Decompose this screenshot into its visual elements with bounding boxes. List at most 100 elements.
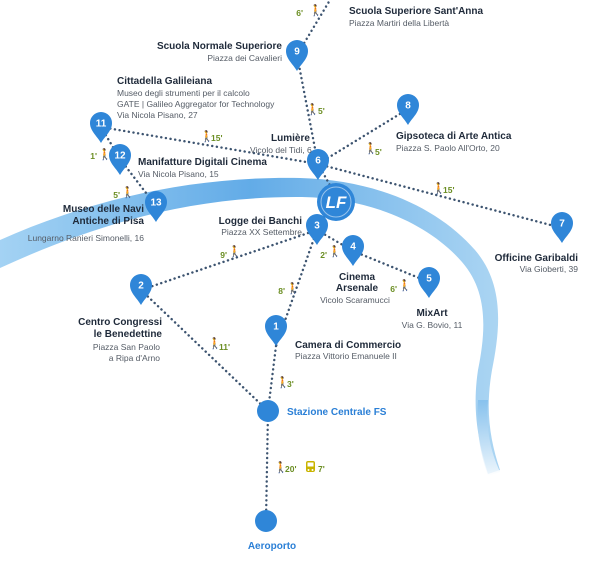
label-point-6: Lumière Vicolo del Tidi, 6 [250,133,312,155]
svg-text:Piazza S. Paolo All'Orto, 20: Piazza S. Paolo All'Orto, 20 [396,143,500,153]
pin-13[interactable]: 13 [145,191,167,222]
walking-icon: 🚶 [398,279,412,292]
pin-3[interactable]: 3 [306,214,328,245]
svg-text:6': 6' [390,284,397,294]
svg-text:Cinema: Cinema [339,272,376,283]
svg-text:Scuola Superiore Sant'Anna: Scuola Superiore Sant'Anna [349,6,484,17]
svg-text:12: 12 [114,151,126,162]
time-11-6: 🚶 15' [200,130,222,143]
path-9-6 [295,53,320,166]
svg-text:MixArt: MixArt [416,308,448,319]
walking-icon: 🚶 [432,182,446,195]
pin-4[interactable]: 4 [342,235,364,266]
time-1-station: 🚶 3' [276,376,294,389]
time-11-12: 🚶 1' [90,148,111,161]
svg-text:Antiche di Pisa: Antiche di Pisa [72,216,144,227]
pin-1[interactable]: 1 [265,315,287,346]
svg-text:15': 15' [443,185,454,195]
pin-7[interactable]: 7 [551,212,573,243]
pin-11[interactable]: 11 [90,112,112,143]
svg-text:Vicolo Scaramucci: Vicolo Scaramucci [320,295,390,305]
svg-text:3: 3 [314,221,320,232]
svg-text:GATE | Galileo Aggregator for: GATE | Galileo Aggregator for Technology [117,99,275,109]
label-point-9: Scuola Normale Superiore Piazza dei Cava… [157,41,282,63]
pin-6[interactable]: 6 [307,149,329,180]
walking-icon: 🚶 [121,186,135,199]
svg-text:7: 7 [559,219,565,230]
point-labels: Camera di Commercio Piazza Vittorio Eman… [28,6,579,552]
svg-text:Arsenale: Arsenale [336,283,379,294]
time-3-2: 🚶 9' [220,245,241,260]
pin-12[interactable]: 12 [109,144,131,175]
tram-icon [306,461,315,472]
station-dot-aeroporto[interactable] [255,510,277,532]
svg-text:Vicolo del Tidi, 6: Vicolo del Tidi, 6 [250,145,312,155]
label-point-13: Museo delle Navi Antiche di Pisa Lungarn… [28,204,145,243]
time-station-airport-tram: 7' [306,461,325,474]
svg-text:15': 15' [211,133,222,143]
walking-icon: 🚶 [200,130,214,143]
path-6-7 [316,162,564,230]
path-6-lf [316,162,338,198]
svg-text:3': 3' [287,379,294,389]
map-pin-icon [109,144,131,175]
svg-text:Via Nicola Pisano, 15: Via Nicola Pisano, 15 [138,169,219,179]
path-1-station [266,344,278,413]
pin-9[interactable]: 9 [286,40,308,71]
svg-text:5': 5' [113,190,120,200]
walking-icon: 🚶 [228,245,242,258]
time-2-station: 🚶 11' [208,337,230,352]
label-point-8: Gipsoteca di Arte Antica Piazza S. Paolo… [396,131,512,153]
label-point-5: MixArt Via G. Bovio, 11 [402,308,463,330]
svg-text:11: 11 [96,119,107,130]
label-point-12: Manifatture Digitali Cinema Via Nicola P… [138,157,267,179]
map-pin-icon [265,315,287,346]
station-dot-centrale[interactable] [257,400,279,422]
path-2-station [139,288,270,413]
path-station-airport [264,409,270,523]
location-pins: 1 2 3 4 5 6 7 8 [90,40,573,346]
walking-icon: 🚶 [208,337,222,350]
time-6-7: 🚶 15' [432,182,454,195]
svg-text:Via G. Bovio, 11: Via G. Bovio, 11 [402,320,463,330]
path-11-12 [99,125,122,161]
svg-text:Piazza XX Settembre: Piazza XX Settembre [221,227,302,237]
label-point-2: Centro Congressi le Benedettine Piazza S… [78,317,162,363]
svg-text:13: 13 [150,198,162,209]
walking-icon: 🚶 [364,142,378,155]
label-point-11: Cittadella Galileiana Museo degli strume… [117,76,275,120]
pin-2[interactable]: 2 [130,274,152,305]
svg-text:Camera di Commercio: Camera di Commercio [295,340,401,351]
svg-text:Logge dei Banchi: Logge dei Banchi [219,216,303,227]
time-santanna: 🚶 6' [296,4,322,18]
svg-text:6': 6' [296,8,303,18]
label-point-3: Logge dei Banchi Piazza XX Settembre [219,216,303,237]
svg-text:LF: LF [326,193,347,212]
label-point-4: Cinema Arsenale Vicolo Scaramucci [320,272,390,305]
label-station-centrale: Stazione Centrale FS [287,407,387,418]
svg-text:5': 5' [318,106,325,116]
svg-text:Via Gioberti, 39: Via Gioberti, 39 [520,264,579,274]
walking-icon: 🚶 [328,245,342,258]
walking-icon: 🚶 [286,282,300,295]
label-point-1: Camera di Commercio Piazza Vittorio Eman… [295,340,401,361]
svg-text:20': 20' [285,464,296,474]
svg-text:Museo degli strumenti per il c: Museo degli strumenti per il calcolo [117,88,250,98]
walking-icon: 🚶 [306,103,320,116]
pin-8[interactable]: 8 [397,94,419,125]
svg-text:9': 9' [220,250,227,260]
time-12-13: 🚶 5' [113,186,134,200]
svg-text:8: 8 [405,101,411,112]
walking-icon: 🚶 [98,148,112,161]
svg-text:5: 5 [426,274,432,285]
map-pin-icon [130,274,152,305]
svg-text:Piazza dei Cavalieri: Piazza dei Cavalieri [207,53,282,63]
pin-5[interactable]: 5 [418,267,440,298]
map-pin-icon [307,149,329,180]
map-pin-icon [397,94,419,125]
svg-text:9: 9 [294,47,300,58]
path-12-13 [118,157,158,208]
map-pin-icon [418,267,440,298]
path-4-5 [351,249,431,284]
